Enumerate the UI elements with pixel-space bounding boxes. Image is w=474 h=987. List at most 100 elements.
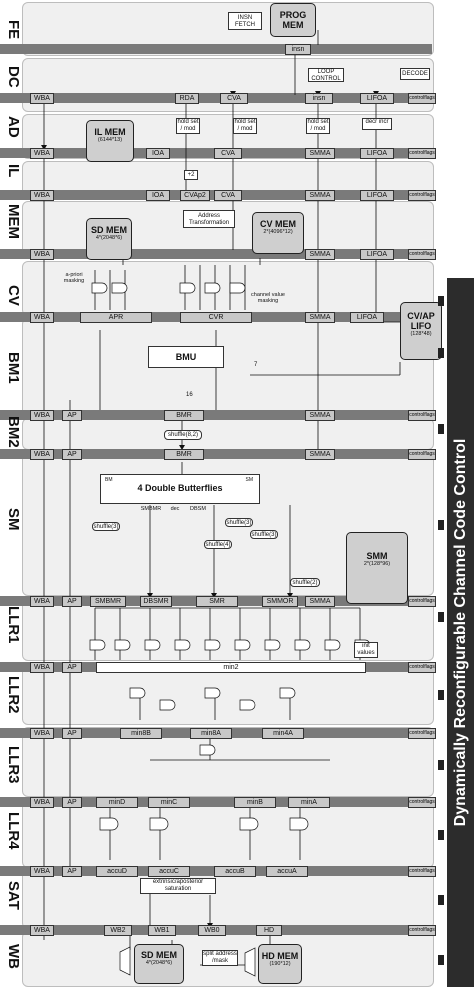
sd-mem: SD MEM 4*(2048*6) <box>86 218 132 260</box>
double-butterflies-box: BM SM 4 Double Butterflies <box>100 474 260 504</box>
reg-wba: WBA <box>30 312 54 323</box>
double-butterflies-label: 4 Double Butterflies <box>137 483 223 493</box>
stage-panel-bm1 <box>22 318 434 416</box>
sd-mem-label: SD MEM <box>91 225 127 235</box>
reg-ap: AP <box>62 728 82 739</box>
reg-lifoa: LIFOA <box>360 148 394 159</box>
reg-wba: WBA <box>30 93 54 104</box>
sd-mem-size: 4*(2048*6) <box>95 235 123 241</box>
control-tick <box>438 895 444 905</box>
reg-smbmr: SMBMR <box>90 596 126 607</box>
reg-smma: SMMA <box>305 596 335 607</box>
side-label: Dynamically Reconfigurable Channel Code … <box>452 438 469 827</box>
reg-min2: min2 <box>96 662 366 673</box>
reg-smr: SMR <box>196 596 238 607</box>
reg-lifoa: LIFOA <box>350 312 384 323</box>
control-tick <box>438 830 444 840</box>
hold-set-mod-box: hold set / mod <box>176 118 200 134</box>
reg-bmr: BMR <box>164 449 204 460</box>
reg-lifoa: LIFOA <box>360 190 394 201</box>
reg-accud: accuD <box>96 866 138 877</box>
hold-set-mod-box: hold set / mod <box>233 118 257 134</box>
stage-panel-llr4 <box>22 799 434 868</box>
reg-accuc: accuC <box>148 866 190 877</box>
bus-width-label: 16 <box>186 392 193 398</box>
dbsm-label: DBSM <box>190 506 206 512</box>
reg-bmr: BMR <box>164 410 204 421</box>
pipeline-bar <box>0 410 432 420</box>
control-flags: controlflags <box>408 449 436 460</box>
stage-panel-cv <box>22 261 434 316</box>
reg-ap: AP <box>62 866 82 877</box>
bmu-box: BMU <box>148 346 224 368</box>
control-flags: controlflags <box>408 662 436 673</box>
pipeline-bar <box>0 797 432 807</box>
control-tick <box>438 955 444 965</box>
pipeline-bar <box>0 449 432 459</box>
reg-ap: AP <box>62 662 82 673</box>
shuffle-box: shuffle(4) <box>204 540 232 549</box>
pipeline-bar <box>0 93 432 103</box>
reg-wba: WBA <box>30 190 54 201</box>
prog-mem: PROG MEM <box>270 3 316 37</box>
control-tick <box>438 760 444 770</box>
reg-minb: minB <box>234 797 276 808</box>
reg-insn: insn <box>285 44 311 55</box>
smm-label: SMM <box>366 551 388 561</box>
reg-ap: AP <box>62 596 82 607</box>
reg-ioa: IOA <box>146 148 170 159</box>
control-tick <box>438 348 444 358</box>
init-values-box: init values <box>354 642 378 658</box>
shuffle-box: shuffle(2) <box>290 578 320 587</box>
reg-ioa: IOA <box>146 190 170 201</box>
cv-mem-label: CV MEM <box>260 219 296 229</box>
cv-ap-lifo-label: CV/AP LIFO <box>407 311 435 331</box>
hold-set-mod-box: hold set / mod <box>306 118 330 134</box>
il-mem-size: (6144*13) <box>97 137 123 143</box>
pipeline-bar <box>0 249 432 259</box>
control-flags: controlflags <box>408 866 436 877</box>
reg-wb1: WB1 <box>148 925 176 936</box>
reg-rda: RDA <box>175 93 199 104</box>
control-flags: controlflags <box>408 93 436 104</box>
reg-accua: accuA <box>266 866 308 877</box>
reg-smma: SMMA <box>305 190 335 201</box>
cv-ap-lifo-size: (128*48) <box>410 331 432 337</box>
cv-ap-lifo: CV/AP LIFO (128*48) <box>400 302 442 360</box>
insn-fetch-box: INSN FETCH <box>228 12 262 30</box>
hd-mem-label: HD MEM <box>261 951 299 961</box>
reg-lifoa: LIFOA <box>360 249 394 260</box>
sm-port-label: SM <box>245 477 254 483</box>
decr-incr-box: decr incr <box>362 118 392 130</box>
il-mem: IL MEM (6144*13) <box>86 120 134 162</box>
control-tick <box>438 424 444 434</box>
split-address-mask-box: split address /mask <box>202 950 238 966</box>
reg-lifoa: LIFOA <box>360 93 394 104</box>
shuffle-box: shuffle(3) <box>92 522 120 531</box>
reg-smma: SMMA <box>305 148 335 159</box>
reg-insn: insn <box>305 93 333 104</box>
pipeline-bar <box>0 44 432 54</box>
hd-mem: HD MEM (190*12) <box>258 944 302 984</box>
dec-label: dec <box>170 506 180 512</box>
il-mem-label: IL MEM <box>94 127 126 137</box>
prog-mem-label: PROG MEM <box>279 10 307 30</box>
loop-control-box: LOOP CONTROL <box>308 68 344 82</box>
control-flags: controlflags <box>408 249 436 260</box>
control-flags: controlflags <box>408 148 436 159</box>
plus2-box: +2 <box>184 170 198 180</box>
reg-min8b: min8B <box>120 728 162 739</box>
control-flags: controlflags <box>408 728 436 739</box>
reg-min8a: min8A <box>190 728 232 739</box>
bm-port-label: BM <box>105 477 113 483</box>
stage-panel-llr2 <box>22 663 434 725</box>
control-flags: controlflags <box>408 797 436 808</box>
reg-wba: WBA <box>30 728 54 739</box>
reg-wba: WBA <box>30 148 54 159</box>
wb-sd-mem-size: 4*(2048*6) <box>145 960 173 966</box>
reg-wba: WBA <box>30 797 54 808</box>
hd-mem-size: (190*12) <box>269 961 291 967</box>
reg-wb0: WB0 <box>198 925 226 936</box>
reg-wba: WBA <box>30 866 54 877</box>
reg-cvr: CVR <box>180 312 252 323</box>
